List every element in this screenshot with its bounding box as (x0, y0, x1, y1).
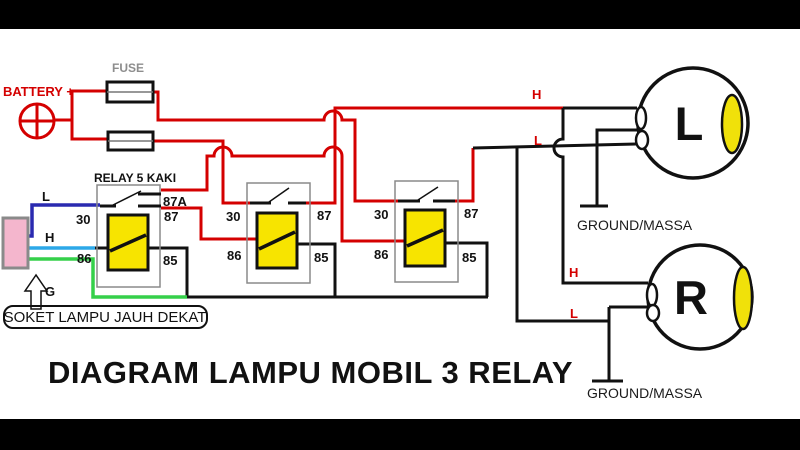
wire-label-h-top: H (532, 87, 541, 102)
low-beam-feed-wire (455, 148, 475, 203)
fuse2-to-relay2-wire (153, 139, 250, 205)
wire-label-l-right: L (570, 306, 578, 321)
relay-1-pin-87: 87 (164, 209, 178, 224)
low-beam-left-wire (472, 142, 637, 150)
headlamp-left-terminal-l (634, 129, 650, 151)
relay-1-coil-diagonal (109, 233, 147, 253)
relay-1-switch (112, 190, 142, 206)
relay-2-switch (268, 187, 290, 203)
relay-3-pin-30: 30 (374, 207, 388, 222)
page-title: DIAGRAM LAMPU MOBIL 3 RELAY (48, 355, 573, 390)
relay-2-pin-85: 85 (314, 250, 328, 265)
lamp-wires (95, 106, 650, 380)
ground-bus-wire (148, 241, 489, 299)
headlamp-right: R (645, 243, 754, 351)
socket-pin-h: H (45, 230, 54, 245)
battery-positive-wire (54, 89, 108, 141)
headlamp-left-lens (720, 93, 744, 155)
letterbox-top (0, 0, 800, 29)
high-beam-feed-wire (306, 106, 563, 205)
relay-3-box (394, 180, 459, 283)
headlamp-right-lens (732, 265, 754, 331)
ground-label-left: GROUND/MASSA (577, 217, 693, 233)
up-arrow-icon (23, 273, 49, 310)
wire-label-l-top: L (534, 133, 542, 148)
headlamp-left-letter: L (675, 97, 704, 150)
relay-2-box (246, 182, 311, 284)
relay-2-pin-86: 86 (227, 248, 241, 263)
socket-pin-l: L (42, 189, 50, 204)
socket-caption-box: SOKET LAMPU JAUH DEKAT (3, 305, 208, 329)
relay-1-pin-86: 86 (77, 251, 91, 266)
relay-3 (394, 180, 459, 283)
relay-1 (96, 184, 161, 288)
relay-2-pin-87: 87 (317, 208, 331, 223)
relay-2 (246, 182, 311, 284)
headlamp-right-terminal-l (645, 303, 661, 323)
fuse-1 (105, 80, 155, 104)
socket-connector (1, 216, 30, 270)
relay-3-pin-87: 87 (464, 206, 478, 221)
fuse1-to-relay3-wire (153, 90, 398, 203)
letterbox-bottom (0, 419, 800, 450)
headlamp-right-letter: R (674, 271, 708, 324)
socket-pin-g: G (45, 284, 55, 299)
left-lamp-ground-wire (595, 128, 638, 205)
relay1-87-to-relay2-coil-wire (161, 206, 257, 241)
wire-label-h-right: H (569, 265, 578, 280)
relay-1-pin-30: 30 (76, 212, 90, 227)
fuse-label: FUSE (112, 61, 144, 75)
headlamp-right-terminal-h (645, 282, 659, 308)
relay-2-coil-diagonal (258, 230, 296, 251)
ground-label-right: GROUND/MASSA (587, 385, 703, 401)
relay1-87a-to-relay3-coil-wire (161, 145, 405, 243)
high-beam-distribution-wire (552, 106, 648, 285)
low-beam-right-wire (515, 148, 650, 380)
relay-3-pin-85: 85 (462, 250, 476, 265)
socket-caption: SOKET LAMPU JAUH DEKAT (4, 309, 207, 326)
headlamp-left: L (634, 66, 750, 180)
relay-1-pin-87a: 87A (163, 194, 187, 209)
battery-label: BATTERY + (3, 84, 74, 99)
fuse-2 (106, 130, 155, 152)
power-wires (54, 89, 563, 243)
relay-1-pin-85: 85 (163, 253, 177, 268)
relay-1-box (96, 184, 161, 288)
relay-2-pin-30: 30 (226, 209, 240, 224)
relay-3-coil (403, 208, 447, 268)
relay-3-coil-diagonal (406, 228, 444, 248)
battery-icon (18, 102, 56, 140)
socket-wire-g (10, 257, 187, 299)
headlamp-left-terminal-h (634, 105, 648, 131)
relay-group-label: RELAY 5 KAKI (94, 171, 176, 185)
relay-3-switch (417, 186, 439, 201)
relay-3-pin-86: 86 (374, 247, 388, 262)
relay-1-contacts (100, 192, 161, 208)
